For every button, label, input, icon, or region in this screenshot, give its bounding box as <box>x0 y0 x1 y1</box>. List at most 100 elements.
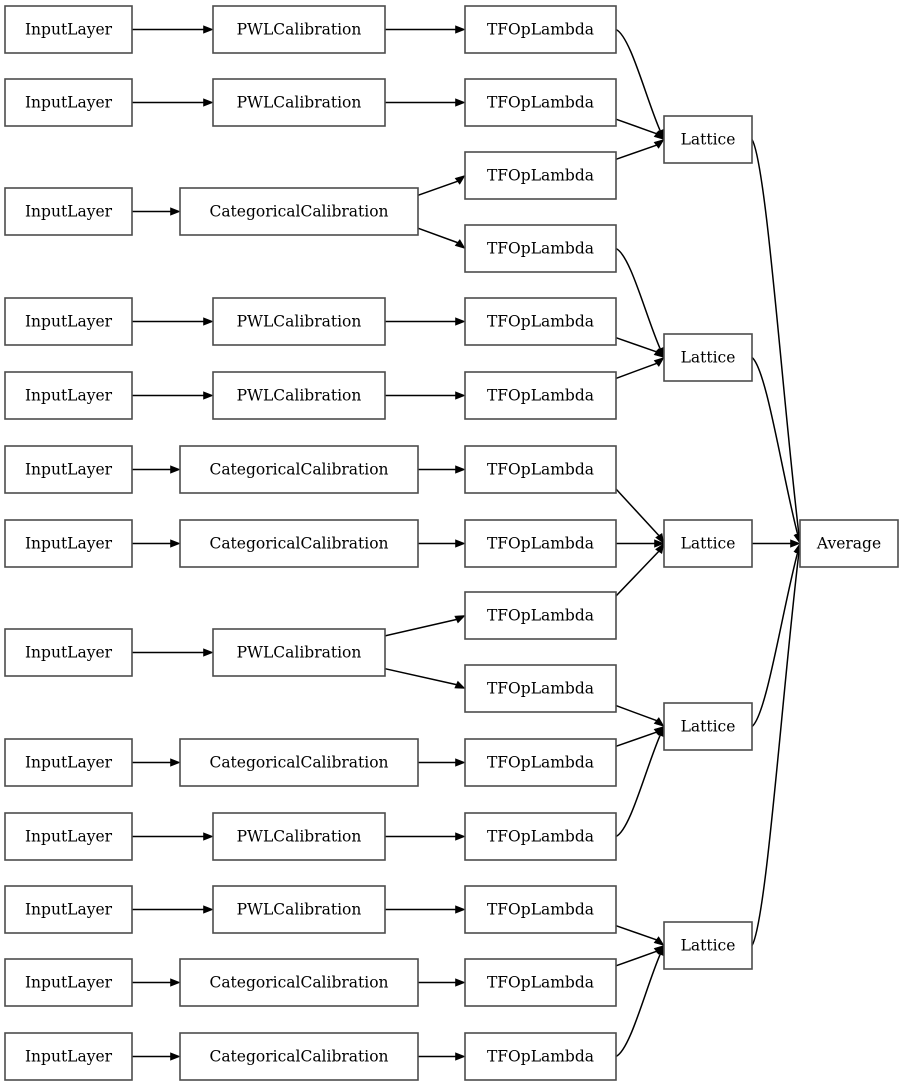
node-box <box>179 738 419 787</box>
node-box <box>4 187 133 236</box>
node-box <box>464 445 617 494</box>
edge-cal8-to-tf9 <box>384 618 457 637</box>
node-box <box>4 1032 133 1081</box>
node-categorical-calibration-cal6[interactable]: CategoricalCalibration <box>179 445 419 494</box>
node-categorical-calibration-cal12[interactable]: CategoricalCalibration <box>179 958 419 1007</box>
arrowhead-icon <box>454 615 466 624</box>
node-tfop-lambda-tf15[interactable]: TFOpLambda <box>464 1032 617 1081</box>
node-tfop-lambda-tf10[interactable]: TFOpLambda <box>464 664 617 713</box>
arrowhead-icon <box>653 348 665 358</box>
node-input-layer-in4[interactable]: InputLayer <box>4 297 133 346</box>
node-label: InputLayer <box>25 21 113 39</box>
node-tfop-lambda-tf2[interactable]: TFOpLambda <box>464 78 617 127</box>
arrowhead-icon <box>170 207 181 216</box>
node-average-avg[interactable]: Average <box>799 519 899 568</box>
node-input-layer-in13[interactable]: InputLayer <box>4 1032 133 1081</box>
edge-cal8-to-tf10 <box>384 667 457 686</box>
node-box <box>4 371 133 420</box>
node-lattice-lat5[interactable]: Lattice <box>663 921 753 970</box>
node-categorical-calibration-cal7[interactable]: CategoricalCalibration <box>179 519 419 568</box>
arrowhead-icon <box>454 680 466 689</box>
node-lattice-lat3[interactable]: Lattice <box>663 519 753 568</box>
node-box <box>4 5 133 54</box>
node-pwlcalibration-cal1[interactable]: PWLCalibration <box>212 5 386 54</box>
node-tfop-lambda-tf1[interactable]: TFOpLambda <box>464 5 617 54</box>
node-pwlcalibration-cal5[interactable]: PWLCalibration <box>212 371 386 420</box>
arrowhead-icon <box>655 542 665 554</box>
node-box <box>464 78 617 127</box>
node-pwlcalibration-cal11[interactable]: PWLCalibration <box>212 885 386 934</box>
node-input-layer-in1[interactable]: InputLayer <box>4 5 133 54</box>
node-label: TFOpLambda <box>487 1048 594 1066</box>
node-pwlcalibration-cal10[interactable]: PWLCalibration <box>212 812 386 861</box>
node-label: CategoricalCalibration <box>209 974 388 992</box>
node-input-layer-in11[interactable]: InputLayer <box>4 885 133 934</box>
node-categorical-calibration-cal9[interactable]: CategoricalCalibration <box>179 738 419 787</box>
edge-cal3-to-tf4 <box>417 227 458 244</box>
node-label: TFOpLambda <box>487 901 594 919</box>
node-label: InputLayer <box>25 974 113 992</box>
node-box <box>4 445 133 494</box>
node-label: Lattice <box>681 349 736 367</box>
arrowhead-icon <box>203 98 214 107</box>
arrowhead-icon <box>170 978 181 987</box>
node-lattice-lat1[interactable]: Lattice <box>663 115 753 164</box>
arrowhead-icon <box>455 25 466 34</box>
arrowhead-icon <box>653 139 665 149</box>
node-tfop-lambda-tf7[interactable]: TFOpLambda <box>464 445 617 494</box>
node-input-layer-in12[interactable]: InputLayer <box>4 958 133 1007</box>
node-pwlcalibration-cal8[interactable]: PWLCalibration <box>212 628 386 677</box>
node-label: Lattice <box>681 535 736 553</box>
node-tfop-lambda-tf3[interactable]: TFOpLambda <box>464 151 617 200</box>
node-lattice-lat4[interactable]: Lattice <box>663 702 753 751</box>
node-tfop-lambda-tf9[interactable]: TFOpLambda <box>464 591 617 640</box>
node-input-layer-in7[interactable]: InputLayer <box>4 519 133 568</box>
node-input-layer-in6[interactable]: InputLayer <box>4 445 133 494</box>
node-tfop-lambda-tf14[interactable]: TFOpLambda <box>464 958 617 1007</box>
node-tfop-lambda-tf8[interactable]: TFOpLambda <box>464 519 617 568</box>
node-tfop-lambda-tf5[interactable]: TFOpLambda <box>464 297 617 346</box>
node-lattice-lat2[interactable]: Lattice <box>663 333 753 382</box>
node-label: TFOpLambda <box>487 607 594 625</box>
node-tfop-lambda-tf12[interactable]: TFOpLambda <box>464 812 617 861</box>
node-input-layer-in5[interactable]: InputLayer <box>4 371 133 420</box>
node-label: InputLayer <box>25 313 113 331</box>
node-input-layer-in9[interactable]: InputLayer <box>4 738 133 787</box>
node-categorical-calibration-cal3[interactable]: CategoricalCalibration <box>179 187 419 236</box>
node-label: CategoricalCalibration <box>209 203 388 221</box>
node-input-layer-in8[interactable]: InputLayer <box>4 628 133 677</box>
node-box <box>212 5 386 54</box>
arrowhead-icon <box>455 391 466 400</box>
node-input-layer-in2[interactable]: InputLayer <box>4 78 133 127</box>
arrowhead-icon <box>455 465 466 474</box>
arrowhead-icon <box>170 1052 181 1061</box>
node-box <box>4 958 133 1007</box>
node-box <box>663 333 753 382</box>
node-box <box>464 738 617 787</box>
node-categorical-calibration-cal13[interactable]: CategoricalCalibration <box>179 1032 419 1081</box>
node-box <box>212 628 386 677</box>
arrowhead-icon <box>790 539 801 548</box>
node-box <box>179 958 419 1007</box>
node-tfop-lambda-tf6[interactable]: TFOpLambda <box>464 371 617 420</box>
node-input-layer-in3[interactable]: InputLayer <box>4 187 133 236</box>
arrowhead-icon <box>655 533 665 545</box>
node-input-layer-in10[interactable]: InputLayer <box>4 812 133 861</box>
node-pwlcalibration-cal4[interactable]: PWLCalibration <box>212 297 386 346</box>
node-box <box>464 591 617 640</box>
node-tfop-lambda-tf11[interactable]: TFOpLambda <box>464 738 617 787</box>
edge-tf6-to-lat2 <box>615 362 657 380</box>
node-pwlcalibration-cal2[interactable]: PWLCalibration <box>212 78 386 127</box>
node-label: InputLayer <box>25 828 113 846</box>
node-tfop-lambda-tf4[interactable]: TFOpLambda <box>464 224 617 273</box>
node-tfop-lambda-tf13[interactable]: TFOpLambda <box>464 885 617 934</box>
edge-cal3-to-tf3 <box>417 180 458 197</box>
node-label: InputLayer <box>25 901 113 919</box>
node-box <box>4 78 133 127</box>
node-box <box>4 738 133 787</box>
node-label: CategoricalCalibration <box>209 754 388 772</box>
arrowhead-icon <box>454 239 466 250</box>
node-label: TFOpLambda <box>487 754 594 772</box>
node-label: Lattice <box>681 131 736 149</box>
node-box <box>212 371 386 420</box>
